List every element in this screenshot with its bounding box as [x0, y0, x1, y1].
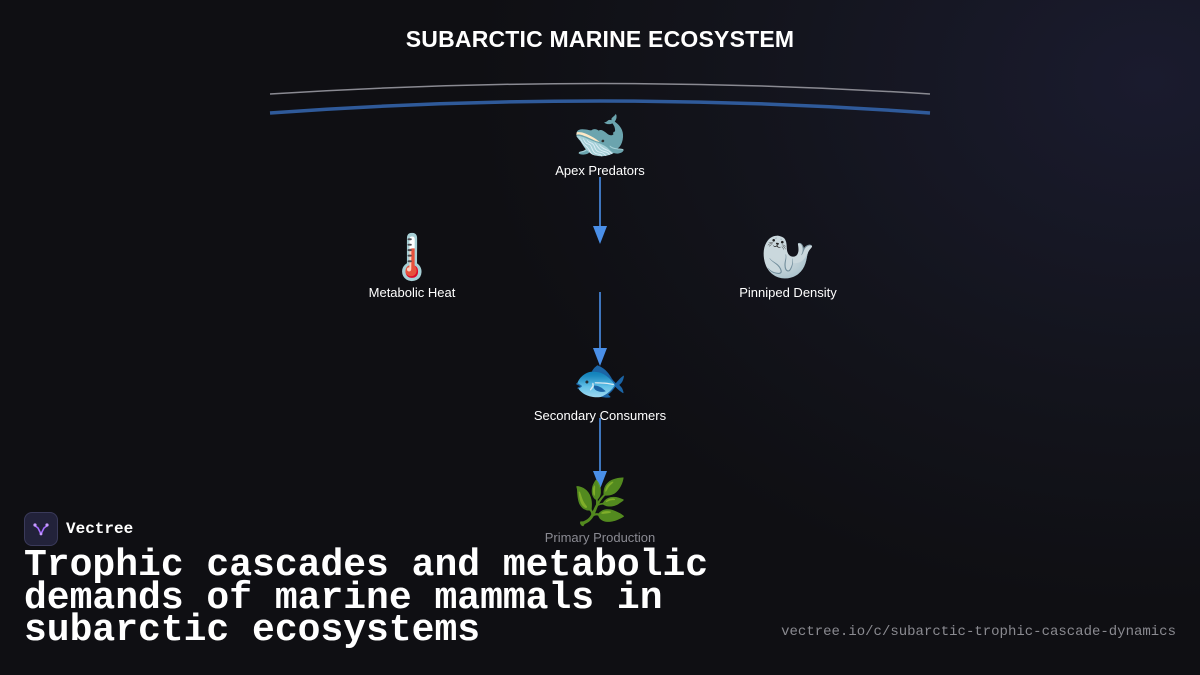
arrowhead-secondary-to-primary — [593, 471, 607, 489]
fish-icon: 🐟 — [572, 355, 628, 406]
node-metabolic-heat: 🌡️ Metabolic Heat — [312, 232, 512, 300]
whale-icon: 🐋 — [572, 110, 628, 161]
arrowhead-apex-to-middle — [593, 226, 607, 244]
node-label: Secondary Consumers — [533, 408, 667, 423]
node-pinniped-density: 🦭 Pinniped Density — [688, 232, 888, 300]
herb-icon: 🌿 — [572, 477, 628, 528]
node-label: Apex Predators — [555, 163, 645, 178]
arrowhead-middle-to-secondary — [593, 348, 607, 366]
node-apex-predators: 🐋 Apex Predators — [500, 110, 700, 178]
diagram-title: SUBARCTIC MARINE ECOSYSTEM — [405, 26, 795, 52]
thermometer-icon: 🌡️ — [384, 232, 440, 283]
node-primary-production: 🌿 Primary Production — [500, 477, 700, 545]
surface-line-water — [269, 99, 931, 115]
page-headline: Trophic cascades and metabolic demands o… — [24, 544, 709, 652]
node-label: Primary Production — [544, 530, 656, 545]
node-label: Pinniped Density — [739, 285, 837, 300]
node-secondary-consumers: 🐟 Secondary Consumers — [500, 355, 700, 423]
seal-icon: 🦭 — [760, 232, 816, 283]
surface-line-upper — [269, 82, 931, 95]
brand: Vectree — [24, 512, 133, 546]
vectree-logo-icon — [24, 512, 58, 546]
page-url: vectree.io/c/subarctic-trophic-cascade-d… — [781, 624, 1176, 640]
node-label: Metabolic Heat — [368, 285, 456, 300]
brand-name: Vectree — [66, 520, 134, 538]
